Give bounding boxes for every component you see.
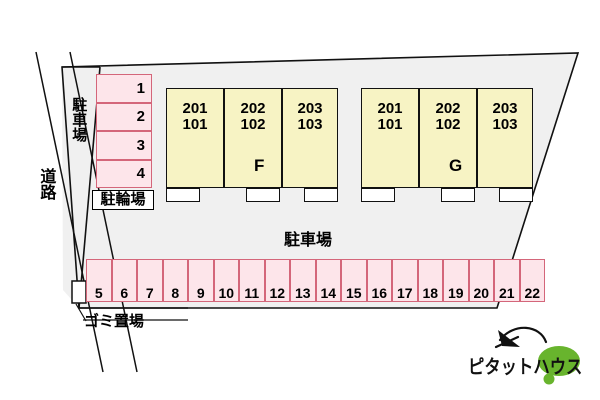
parking-stall[interactable]: 14 — [315, 259, 341, 302]
building-g-stoop — [441, 188, 475, 202]
garbage-area-leader — [75, 303, 87, 322]
parking-stall[interactable]: 22 — [519, 259, 545, 302]
parking-stall[interactable]: 10 — [213, 259, 239, 302]
building-letter-f: F — [254, 156, 265, 175]
building-g-stoop — [499, 188, 533, 202]
unit-block[interactable]: 201 101 — [361, 88, 419, 188]
garbage-area-label: ゴミ置場 — [84, 312, 145, 330]
unit-number-lower: 101 — [182, 116, 208, 134]
building-f: 201 101 202 102 203 103 — [166, 88, 338, 188]
parking-stall[interactable]: 19 — [443, 259, 469, 302]
parking-stall[interactable]: 5 — [86, 259, 112, 302]
unit-number-upper: 201 — [377, 100, 403, 117]
parking-stall-number: 17 — [396, 285, 413, 301]
building-letter-g: G — [449, 156, 463, 175]
parking-stall[interactable]: 16 — [366, 259, 392, 302]
parking-stall[interactable]: 4 — [96, 159, 152, 188]
logo-bird-tail — [494, 335, 520, 349]
unit-numbers: 202 102 — [420, 100, 476, 134]
parking-stall-number: 6 — [120, 285, 129, 301]
unit-number-upper: 203 — [492, 100, 518, 117]
building-f-stoop — [166, 188, 200, 202]
logo-wordmark: ピタットハウス — [468, 356, 583, 378]
building-g-stoop — [361, 188, 395, 202]
unit-numbers: 201 101 — [167, 100, 223, 134]
bicycle-parking-label-box: 駐輪場 — [92, 190, 154, 210]
unit-number-lower: 101 — [377, 116, 403, 134]
parking-stall-number: 22 — [524, 285, 541, 301]
unit-number-upper: 203 — [297, 100, 323, 117]
left-parking-group: 1 2 3 4 — [96, 74, 152, 188]
unit-number-upper: 202 — [240, 100, 266, 117]
parking-stall[interactable]: 21 — [494, 259, 520, 302]
left-parking-label: 駐車場 — [70, 97, 89, 142]
parking-stall-number: 9 — [196, 285, 205, 301]
parking-stall[interactable]: 15 — [341, 259, 367, 302]
parking-stall[interactable]: 2 — [96, 102, 152, 131]
parking-stall-number: 4 — [136, 165, 145, 183]
parking-stall-number: 14 — [320, 285, 337, 301]
unit-number-lower: 102 — [240, 116, 266, 134]
unit-block[interactable]: 202 102 — [419, 88, 477, 188]
garbage-area-box — [71, 280, 87, 304]
bicycle-parking-label: 駐輪場 — [100, 190, 146, 209]
parking-stall[interactable]: 17 — [392, 259, 418, 302]
unit-number-upper: 201 — [182, 100, 208, 117]
unit-numbers: 202 102 — [225, 100, 281, 134]
logo-mark — [494, 326, 580, 385]
parking-stall-number: 15 — [345, 285, 362, 301]
parking-stall-number: 2 — [136, 108, 145, 126]
parking-stall[interactable]: 11 — [239, 259, 265, 302]
unit-block[interactable]: 201 101 — [166, 88, 224, 188]
building-f-stoop — [246, 188, 280, 202]
bottom-parking-label: 駐車場 — [284, 230, 333, 249]
logo-bubble-dot — [543, 373, 555, 385]
parking-stall-number: 8 — [171, 285, 180, 301]
parking-stall[interactable]: 12 — [264, 259, 290, 302]
unit-block[interactable]: 202 102 — [224, 88, 282, 188]
parking-stall-number: 3 — [136, 136, 145, 154]
unit-numbers: 203 103 — [283, 100, 337, 134]
parking-stall-number: 7 — [145, 285, 154, 301]
parking-stall-number: 19 — [447, 285, 464, 301]
parking-stall-number: 16 — [371, 285, 388, 301]
logo-bubble — [538, 346, 580, 376]
parking-stall-number: 5 — [94, 285, 103, 301]
road-label: 道路 — [37, 168, 57, 200]
parking-stall[interactable]: 7 — [137, 259, 163, 302]
parking-stall[interactable]: 3 — [96, 131, 152, 160]
building-f-stoop — [304, 188, 338, 202]
unit-number-lower: 103 — [492, 116, 518, 134]
parking-stall-number: 20 — [473, 285, 490, 301]
parking-stall-number: 11 — [244, 285, 260, 301]
unit-block[interactable]: 203 103 — [477, 88, 533, 188]
pitat-house-logo: ピタットハウス — [466, 324, 586, 386]
unit-number-lower: 103 — [297, 116, 323, 134]
building-g: 201 101 202 102 203 103 — [361, 88, 533, 188]
road-edge-inner — [69, 51, 138, 373]
unit-block[interactable]: 203 103 — [282, 88, 338, 188]
road-edge-outer — [35, 51, 104, 373]
parking-stall-number: 21 — [498, 285, 515, 301]
parking-stall-number: 13 — [294, 285, 311, 301]
unit-numbers: 201 101 — [362, 100, 418, 134]
parking-stall-number: 10 — [218, 285, 235, 301]
unit-numbers: 203 103 — [478, 100, 532, 134]
unit-number-lower: 102 — [435, 116, 461, 134]
parking-stall-number: 18 — [422, 285, 439, 301]
parking-stall-number: 1 — [136, 79, 145, 97]
parking-stall[interactable]: 6 — [111, 259, 137, 302]
parking-stall[interactable]: 18 — [417, 259, 443, 302]
unit-number-upper: 202 — [435, 100, 461, 117]
parking-stall[interactable]: 13 — [290, 259, 316, 302]
parking-stall[interactable]: 1 — [96, 74, 152, 103]
parking-stall[interactable]: 8 — [162, 259, 188, 302]
parking-stall[interactable]: 20 — [468, 259, 494, 302]
parking-stall-number: 12 — [269, 285, 286, 301]
parking-stall[interactable]: 9 — [188, 259, 214, 302]
